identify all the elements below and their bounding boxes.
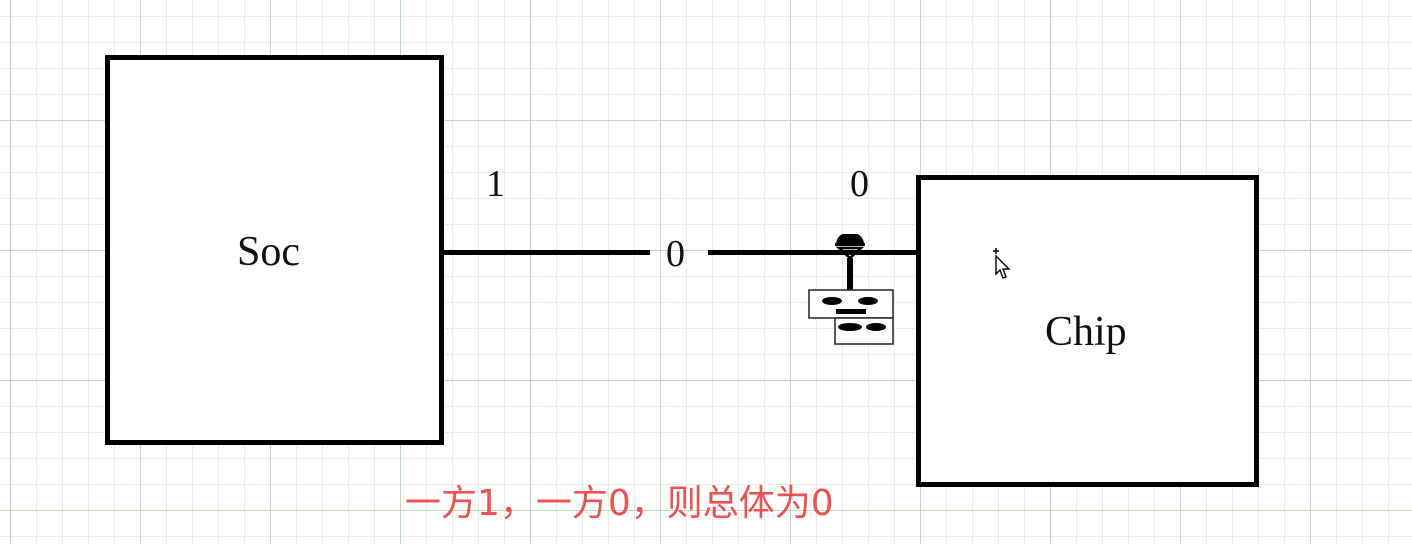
mouse-pointer-icon	[993, 248, 1011, 279]
wire-probe-icon[interactable]	[806, 234, 898, 346]
chip-block[interactable]	[916, 175, 1259, 487]
chip-output-value: 0	[850, 163, 869, 205]
chip-label: Chip	[1045, 309, 1127, 355]
wire-chip-side[interactable]	[708, 250, 918, 255]
soc-block[interactable]	[105, 55, 444, 445]
wire-soc-side[interactable]	[444, 250, 650, 255]
soc-label: Soc	[237, 229, 300, 275]
net-result-value: 0	[666, 233, 685, 275]
soc-output-value: 1	[486, 163, 505, 205]
explanation-caption: 一方1，一方0，则总体为0	[405, 483, 834, 524]
